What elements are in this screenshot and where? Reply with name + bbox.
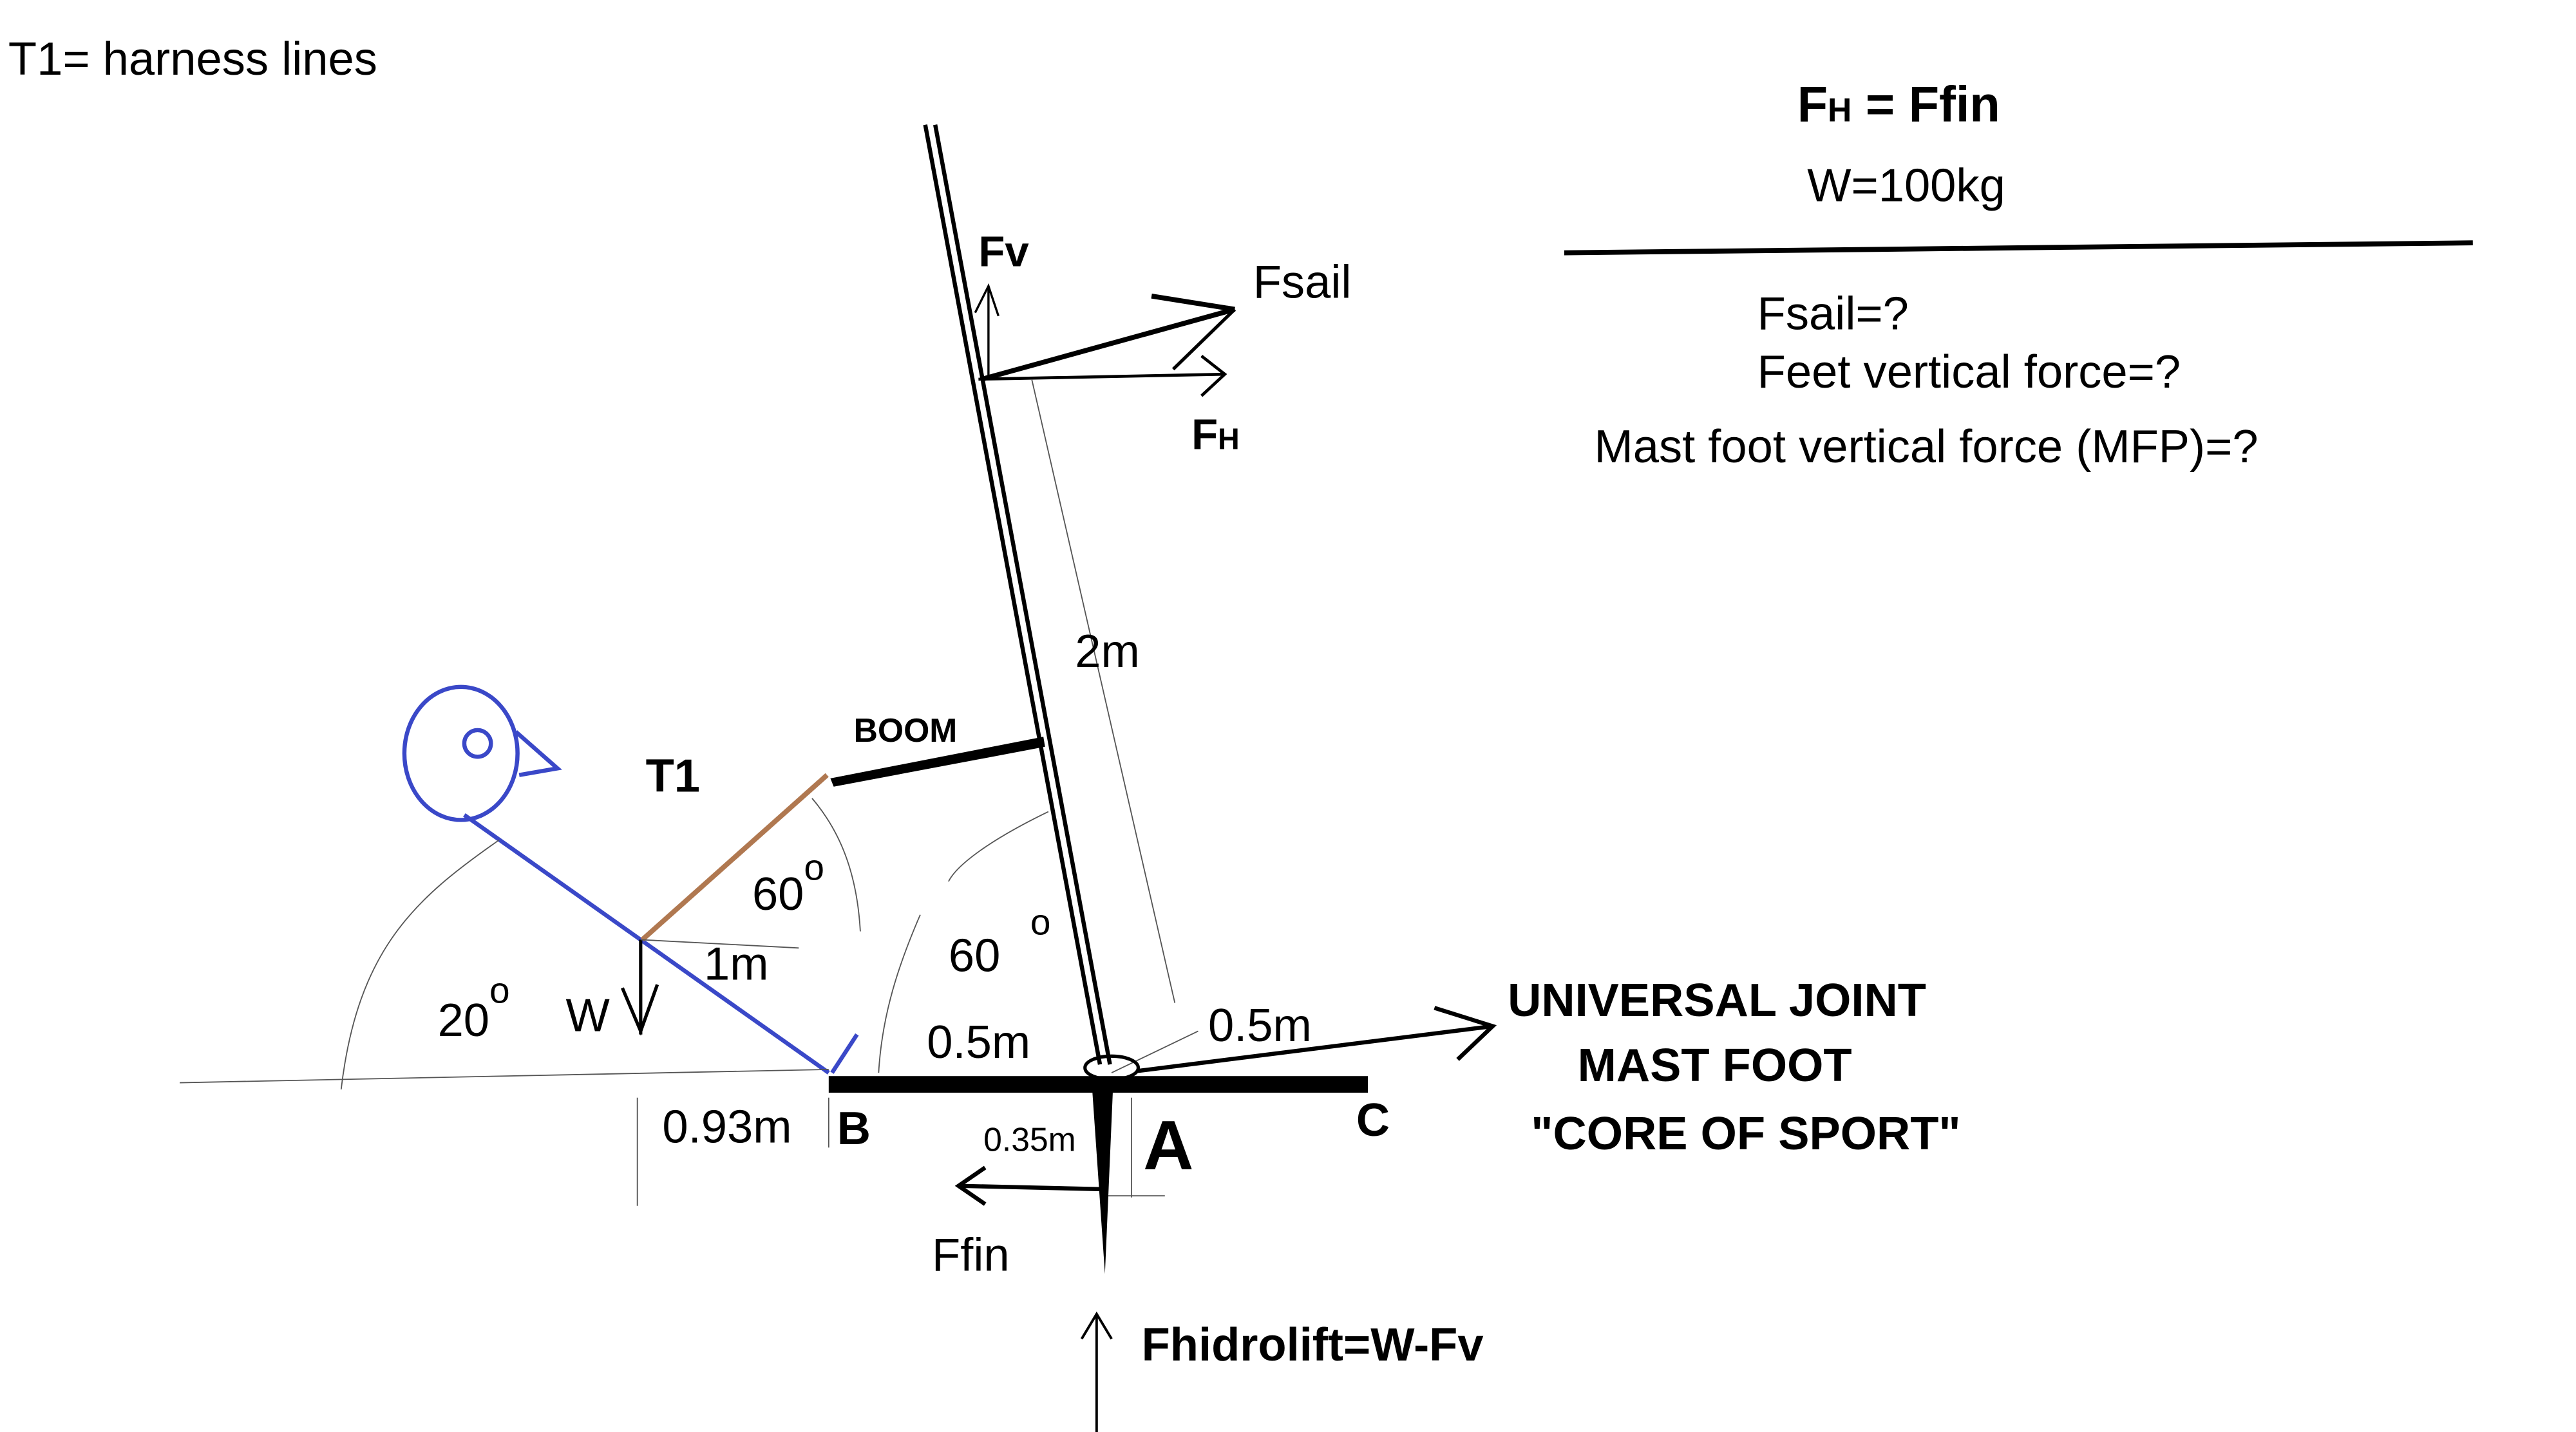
- label-c: C: [1356, 1095, 1390, 1146]
- given-weight: W=100kg: [1807, 160, 2005, 212]
- label-boom: BOOM: [854, 711, 958, 749]
- fsail-arrow: [981, 293, 1236, 382]
- label-b: B: [837, 1103, 871, 1154]
- legend-t1: T1= harness lines: [8, 33, 377, 85]
- label-ffin: Ffin: [932, 1229, 1010, 1281]
- label-angle-body: 20o: [438, 971, 510, 1047]
- label-hydrolift: Fhidrolift=W-Fv: [1142, 1319, 1484, 1371]
- question-feet: Feet vertical force=?: [1757, 346, 2181, 398]
- label-mast-length: 2m: [1075, 626, 1140, 677]
- ffin-arrow: [954, 1165, 1102, 1206]
- divider: [1564, 240, 2473, 256]
- construction-lines: [180, 798, 1198, 1206]
- universal-joint: [1083, 1054, 1141, 1081]
- label-mast-foot: MAST FOOT: [1578, 1040, 1852, 1091]
- label-universal-joint: UNIVERSAL JOINT: [1508, 975, 1926, 1026]
- sailor-eye: [462, 728, 493, 759]
- label-1m: 1m: [704, 938, 769, 990]
- label-035m: 0.35m: [983, 1120, 1076, 1158]
- mast-length-line: [1031, 379, 1176, 1003]
- label-angle-mast: 60o: [949, 903, 1051, 982]
- label-t1: T1: [646, 751, 700, 802]
- label-w: W: [566, 990, 611, 1041]
- harness-line: [640, 773, 829, 942]
- label-angle-harness: 60o: [752, 847, 824, 919]
- hydrolift-arrow: [1080, 1311, 1113, 1432]
- sailor: [402, 684, 859, 1075]
- sailor-nose: [514, 730, 562, 777]
- sailor-body: [463, 813, 830, 1075]
- fin: [1092, 1080, 1113, 1274]
- joint-force-arrow: [1136, 1006, 1497, 1073]
- label-a: A: [1143, 1106, 1193, 1184]
- label-half-m-right: 0.5m: [1208, 1000, 1312, 1051]
- sailor-head: [402, 684, 520, 822]
- question-mast-foot: Mast foot vertical force (MFP)=?: [1594, 421, 2258, 473]
- mast: [923, 124, 1112, 1065]
- label-core-of-sport: "CORE OF SPORT": [1531, 1108, 1960, 1160]
- boom: [830, 737, 1045, 787]
- fh-arrow: [978, 354, 1227, 397]
- label-093m: 0.93m: [662, 1102, 791, 1153]
- given-fh-ffin: FH = Ffin: [1797, 77, 2000, 133]
- label-fv: Fv: [978, 227, 1029, 276]
- weight-arrow: [621, 939, 659, 1036]
- fv-arrow: [974, 283, 999, 379]
- label-half-m-left: 0.5m: [927, 1017, 1030, 1068]
- label-fh: FH: [1191, 410, 1240, 458]
- question-fsail: Fsail=?: [1757, 288, 1909, 339]
- sailor-foot: [830, 1033, 859, 1074]
- label-fsail: Fsail: [1253, 256, 1352, 308]
